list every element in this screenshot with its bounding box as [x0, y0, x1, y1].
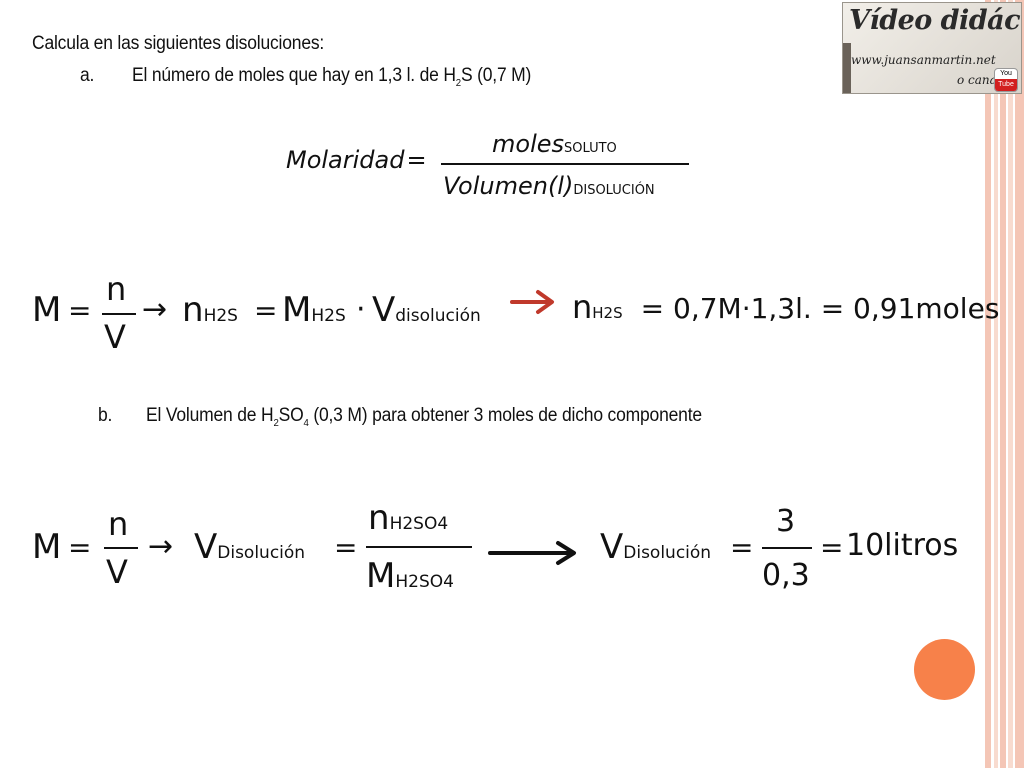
item-a-text: El número de moles que hay en 1,3 l. de …	[132, 65, 532, 89]
formula-b-numerator: nH2SO4	[368, 498, 449, 538]
youtube-icon[interactable]: You Tube	[995, 69, 1017, 91]
decor-circle	[914, 639, 975, 700]
formula-a-Vdis: Vdisolución	[372, 290, 481, 330]
fraction-bar-a	[102, 313, 136, 315]
formula-a-eq2: =	[254, 294, 278, 327]
formula-b-result-value: 10litros	[846, 528, 959, 563]
formula-a-MH2S: MH2S	[282, 290, 346, 330]
item-b-marker: b.	[98, 405, 113, 426]
moles-soluto-numerator: molesSOLUTO	[492, 130, 617, 158]
logo-url: www.juansanmartin.net	[851, 53, 996, 67]
decor-stripe-3	[1000, 0, 1006, 768]
fraction-bar-b2	[366, 546, 472, 548]
formula-b-V: V	[106, 553, 128, 591]
decor-stripe-2	[994, 0, 998, 768]
formula-b-result-num: 3	[776, 504, 796, 539]
formula-b-result-eq2: =	[820, 531, 844, 564]
item-b-text: El Volumen de H2SO4 (0,3 M) para obtener…	[146, 405, 702, 429]
formula-b-arrow: →	[148, 529, 174, 564]
item-a-marker: a.	[80, 65, 95, 86]
formula-a-arrow: →	[142, 292, 168, 327]
formula-a-V: V	[104, 318, 126, 356]
formula-a-nH2S: nH2S	[182, 290, 238, 330]
formula-a-eq: =	[68, 294, 92, 327]
formula-b-eq2: =	[334, 531, 358, 564]
formula-a-M: M	[32, 290, 62, 330]
decor-stripe-5	[1015, 0, 1024, 768]
fraction-bar-b3	[762, 547, 812, 549]
fraction-bar-b	[104, 547, 138, 549]
formula-b-Vdis: VDisolución	[194, 527, 306, 567]
logo-figure-icon	[843, 43, 851, 93]
formula-b-denominator: MH2SO4	[366, 556, 454, 596]
fraction-bar-def	[441, 163, 689, 165]
black-arrow-icon	[488, 541, 576, 565]
formula-b-result-V: VDisolución	[600, 527, 712, 567]
volumen-denominator: Volumen(l)DISOLUCIÓN	[443, 172, 655, 200]
logo-title: Vídeo didáctico	[849, 5, 1021, 36]
decor-stripe-1	[985, 0, 991, 768]
intro-text: Calcula en las siguientes disoluciones:	[32, 33, 325, 54]
formula-a-dot: ·	[356, 292, 366, 327]
formula-a-result: nH2S= 0,7M·1,3l. = 0,91moles	[572, 288, 1000, 326]
formula-b-result-den: 0,3	[762, 558, 810, 593]
formula-b-n: n	[108, 505, 129, 543]
red-arrow-icon	[510, 290, 554, 314]
video-logo[interactable]: Vídeo didáctico www.juansanmartin.net o …	[842, 2, 1022, 94]
molaridad-label: Molaridad=	[286, 146, 427, 174]
formula-b-M: M	[32, 527, 62, 567]
formula-b-result-eq: =	[730, 531, 754, 564]
formula-a-n: n	[106, 270, 127, 308]
formula-b-eq: =	[68, 531, 92, 564]
decor-stripe-4	[1008, 0, 1013, 768]
logo-canal: o canal	[957, 73, 1001, 87]
